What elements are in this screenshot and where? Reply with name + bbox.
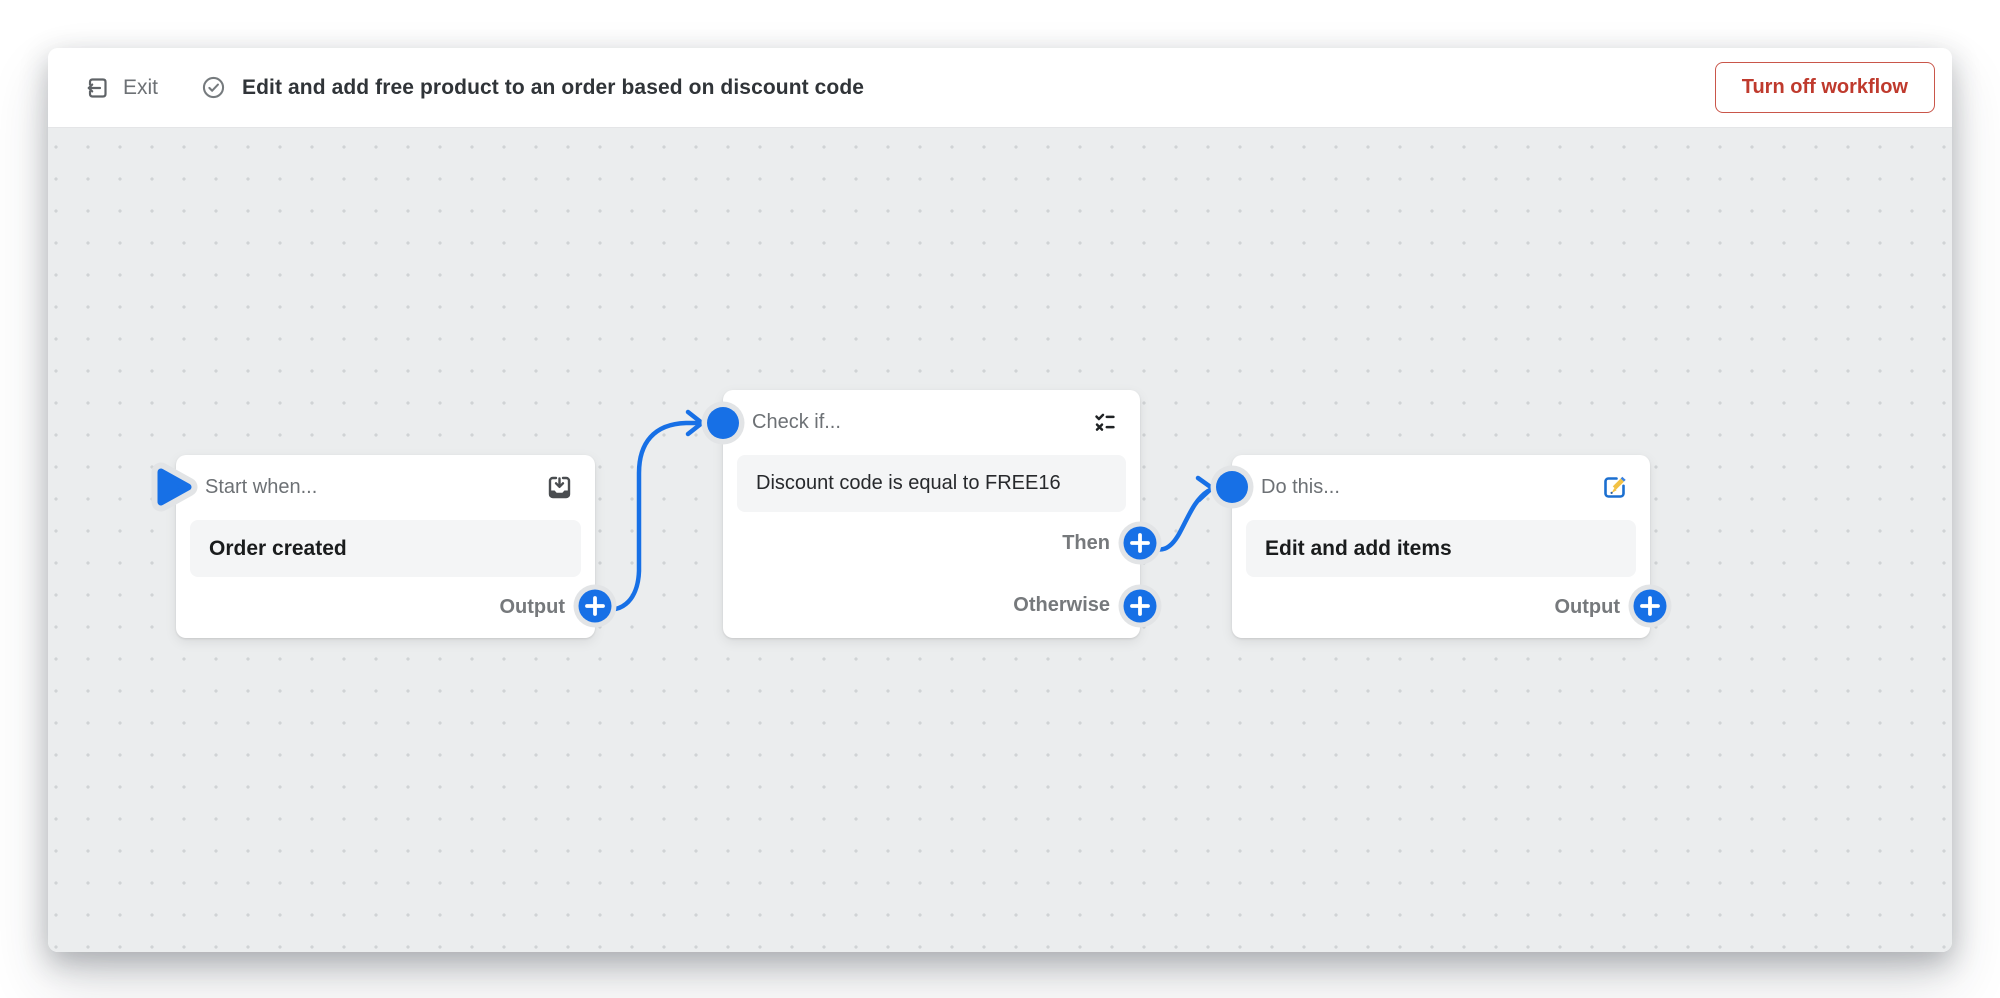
condition-body[interactable]: Discount code is equal to FREE16 <box>737 455 1126 512</box>
exit-icon <box>84 75 110 101</box>
workflow-canvas[interactable]: Start when... Order created Output Check… <box>48 128 1952 952</box>
checklist-icon <box>1091 409 1118 436</box>
condition-card[interactable]: Check if... Discount code is equal to FR… <box>723 390 1140 638</box>
exit-button[interactable]: Exit <box>84 75 158 101</box>
flow-editor-window: Exit Edit and add free product to an ord… <box>48 48 1952 952</box>
action-body[interactable]: Edit and add items <box>1246 520 1636 577</box>
check-circle-icon <box>200 74 227 101</box>
arrowhead-icon <box>685 409 705 437</box>
arrowhead-icon <box>1195 475 1215 503</box>
edit-order-icon <box>1601 474 1628 501</box>
top-bar: Exit Edit and add free product to an ord… <box>48 48 1952 128</box>
trigger-output-label: Output <box>499 596 565 618</box>
plus-icon <box>1130 533 1150 553</box>
action-output-label: Output <box>1554 596 1620 618</box>
then-plus-button[interactable] <box>1118 521 1162 565</box>
action-card[interactable]: Do this... Edit and add items Output <box>1232 455 1650 638</box>
inbox-import-icon <box>546 474 573 501</box>
condition-otherwise-label: Otherwise <box>1013 593 1110 616</box>
trigger-output-plus-button[interactable] <box>573 584 617 628</box>
condition-input-port[interactable] <box>701 401 745 445</box>
plus-icon <box>1130 596 1150 616</box>
turn-off-workflow-button[interactable]: Turn off workflow <box>1714 62 1935 113</box>
condition-card-title: Check if... <box>752 411 841 433</box>
action-input-port[interactable] <box>1210 465 1254 509</box>
plus-icon <box>585 596 605 616</box>
exit-label: Exit <box>123 75 159 99</box>
trigger-card[interactable]: Start when... Order created Output <box>176 455 595 638</box>
plus-icon <box>1640 596 1660 616</box>
action-output-plus-button[interactable] <box>1628 584 1672 628</box>
connector-trigger-to-condition <box>592 409 705 612</box>
trigger-body[interactable]: Order created <box>190 520 581 577</box>
page-title: Edit and add free product to an order ba… <box>242 75 865 99</box>
action-card-title: Do this... <box>1261 476 1340 498</box>
otherwise-plus-button[interactable] <box>1118 584 1162 628</box>
condition-then-label: Then <box>1062 531 1110 554</box>
trigger-card-title: Start when... <box>205 476 318 498</box>
